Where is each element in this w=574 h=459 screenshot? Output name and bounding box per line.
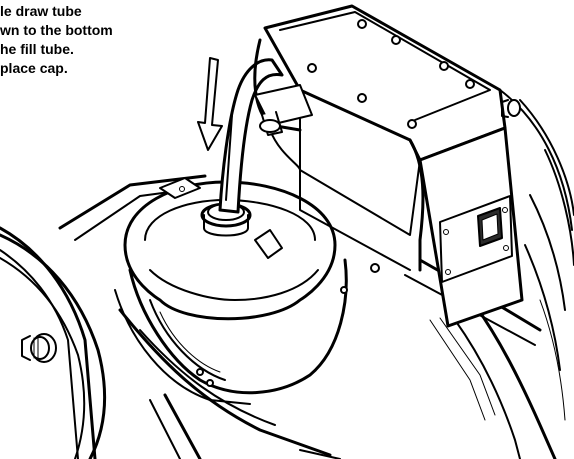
rocker-switch-icon: [477, 207, 503, 247]
instruction-line-1: le draw tube: [0, 3, 82, 19]
down-arrow-icon: [197, 57, 223, 151]
instruction-text: le draw tube wn to the bottom he fill tu…: [0, 2, 180, 78]
instruction-line-4: place cap.: [0, 60, 68, 76]
fill-tube: [200, 58, 284, 237]
frame-screws: [196, 263, 380, 387]
side-wheel-panel: [0, 233, 107, 459]
instruction-line-3: he fill tube.: [0, 41, 74, 57]
dome-clips: [159, 177, 283, 259]
hinge-bracket: [254, 84, 313, 136]
tub-frame: [0, 89, 574, 459]
instruction-line-2: wn to the bottom: [0, 22, 113, 38]
housing-screws: [307, 19, 475, 129]
side-knob-fitting: [21, 333, 57, 363]
side-fitting: [501, 99, 521, 118]
